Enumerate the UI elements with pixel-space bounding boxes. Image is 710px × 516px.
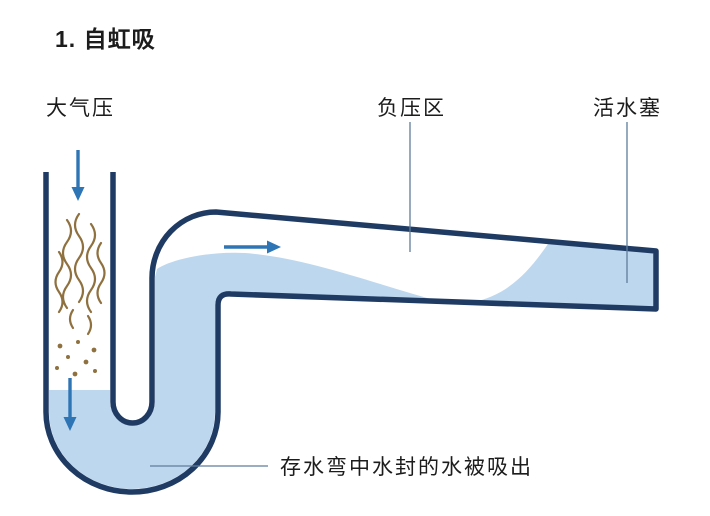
gas-wave-line xyxy=(85,222,97,314)
particle-dot xyxy=(83,359,89,365)
trap-water xyxy=(49,252,446,489)
gas-wave-line xyxy=(54,250,64,314)
label-atmospheric-pressure: 大气压 xyxy=(46,97,115,120)
flow-direction-arrow xyxy=(224,240,281,254)
sewer-gas-squiggles xyxy=(54,212,106,336)
down-arrow-head-icon xyxy=(63,417,77,431)
label-trap-caption: 存水弯中水封的水被吸出 xyxy=(280,456,533,479)
particle-dot xyxy=(66,355,70,359)
trap-suction-arrow xyxy=(63,378,77,431)
particle-dot xyxy=(76,340,80,344)
gas-wave-line xyxy=(68,308,75,330)
label-negative-pressure-zone: 负压区 xyxy=(377,97,446,120)
atmospheric-pressure-arrow xyxy=(71,150,85,201)
label-water-plug: 活水塞 xyxy=(593,97,662,120)
gas-wave-line xyxy=(61,218,73,310)
particle-dot xyxy=(57,343,63,349)
down-arrow-head-icon xyxy=(71,187,85,201)
gas-wave-line xyxy=(96,241,106,305)
page-title: 1. 自虹吸 xyxy=(55,26,156,52)
gas-particles xyxy=(55,340,97,377)
right-arrow-head-icon xyxy=(267,240,281,254)
particle-dot xyxy=(91,347,97,353)
pipe-outline xyxy=(43,172,659,495)
particle-dot xyxy=(55,366,59,370)
particle-dot xyxy=(93,369,97,373)
gas-wave-line xyxy=(73,212,85,304)
particle-dot xyxy=(72,371,78,377)
water-plug xyxy=(472,244,656,307)
gas-wave-line xyxy=(86,314,93,336)
